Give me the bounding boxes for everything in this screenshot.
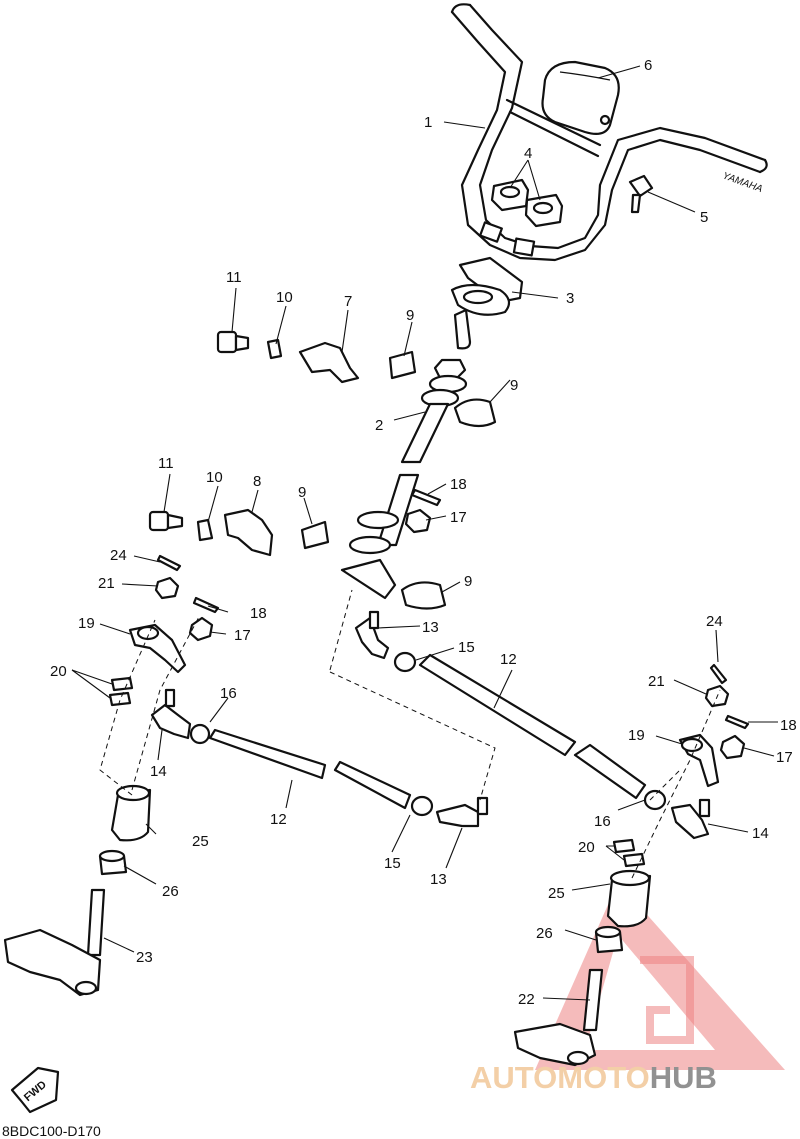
- callout-21-a: 21: [98, 575, 115, 592]
- callout-7: 7: [344, 293, 352, 310]
- callout-14-b: 14: [752, 825, 769, 842]
- diagram-code: 8BDC100-D170: [2, 1123, 101, 1139]
- callout-15-a: 15: [458, 639, 475, 656]
- callout-17-c: 17: [776, 749, 793, 766]
- callout-14-a: 14: [150, 763, 167, 780]
- callout-17-b: 17: [234, 627, 251, 644]
- callout-25-a: 25: [192, 833, 209, 850]
- callout-2: 2: [375, 417, 383, 434]
- callout-26-b: 26: [536, 925, 553, 942]
- callout-16-a: 16: [220, 685, 237, 702]
- callout-18-b: 18: [250, 605, 267, 622]
- callout-8: 8: [253, 473, 261, 490]
- callout-labels: 1 2 3 4 5 6 7 8 9 9 9 9 10 10 11 11 12 1…: [50, 57, 797, 1008]
- pitman-arms: [128, 623, 720, 788]
- callout-9-c: 9: [298, 484, 306, 501]
- callout-9-d: 9: [464, 573, 472, 590]
- callout-19-b: 19: [628, 727, 645, 744]
- collars: [223, 341, 360, 557]
- nut-pin-center: [404, 488, 442, 534]
- callout-15-b: 15: [384, 855, 401, 872]
- tie-rod-end-14: [150, 688, 711, 840]
- callout-26-a: 26: [162, 883, 179, 900]
- callout-12-a: 12: [500, 651, 517, 668]
- leader-lines: [71, 65, 778, 1001]
- handlebar-holders: [490, 178, 564, 228]
- boots-collars: [98, 784, 652, 954]
- callout-9-b: 9: [510, 377, 518, 394]
- watermark-part-hub: HUB: [650, 1060, 717, 1095]
- callout-13-b: 13: [430, 871, 447, 888]
- callout-5: 5: [700, 209, 708, 226]
- handlebar-pad: [541, 60, 620, 135]
- bushings: [300, 350, 497, 610]
- knuckle-arms: [3, 888, 604, 1067]
- tie-rods: [189, 651, 667, 817]
- handlebar-bolt: [628, 174, 654, 214]
- callout-20-a: 20: [50, 663, 67, 680]
- callout-24-b: 24: [706, 613, 723, 630]
- callout-13-a: 13: [422, 619, 439, 636]
- callout-16-b: 16: [594, 813, 611, 830]
- small-parts-right: [612, 663, 750, 868]
- steering-column: [340, 358, 468, 600]
- callout-20-b: 20: [578, 839, 595, 856]
- callout-18-a: 18: [450, 476, 467, 493]
- callout-18-c: 18: [780, 717, 797, 734]
- alignment-lines: [99, 589, 721, 879]
- callout-1: 1: [424, 114, 432, 131]
- callout-10-a: 10: [276, 289, 293, 306]
- callout-12-b: 12: [270, 811, 287, 828]
- callout-21-b: 21: [648, 673, 665, 690]
- callout-17-a: 17: [450, 509, 467, 526]
- callout-6: 6: [644, 57, 652, 74]
- callout-9-a: 9: [406, 307, 414, 324]
- callout-10-b: 10: [206, 469, 223, 486]
- callout-11-a: 11: [226, 269, 242, 286]
- callout-25-b: 25: [548, 885, 565, 902]
- watermark-text: AUTOMOTOHUB: [470, 1060, 717, 1095]
- watermark-inner-mark: [640, 956, 694, 1044]
- handlebar: YAMAHA: [450, 3, 768, 262]
- callout-24-a: 24: [110, 547, 127, 564]
- small-parts-left: [108, 554, 220, 707]
- callout-23: 23: [136, 949, 153, 966]
- fasteners-upper: [148, 330, 283, 542]
- fwd-arrow: FWD: [10, 1066, 60, 1114]
- watermark-part-auto: AUTO: [470, 1060, 557, 1095]
- callout-19-a: 19: [78, 615, 95, 632]
- grip-text: YAMAHA: [721, 170, 764, 195]
- upper-clamp: [450, 256, 524, 350]
- callout-4: 4: [524, 145, 532, 162]
- callout-3: 3: [566, 290, 574, 307]
- callout-22: 22: [518, 991, 535, 1008]
- tie-rod-end-13: [354, 610, 489, 828]
- watermark-part-moto: MOTO: [557, 1060, 649, 1095]
- callout-11-b: 11: [158, 455, 174, 472]
